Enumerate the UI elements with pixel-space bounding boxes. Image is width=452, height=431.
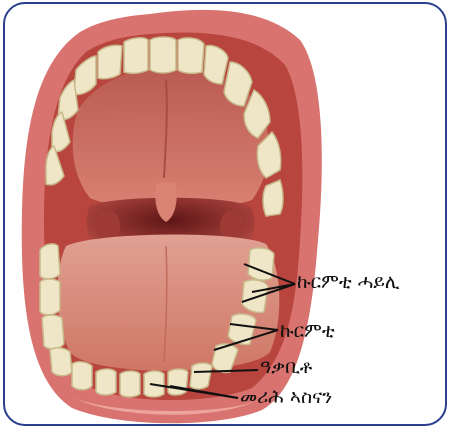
label-molars: ኩርምቲ ሓይሊ xyxy=(297,273,400,292)
diagram-frame xyxy=(3,2,447,426)
label-incisors: መሪሕ ኣስናን xyxy=(240,388,332,407)
label-canine: ዓቃቢቶ xyxy=(260,358,312,377)
label-premolars: ኩርምቲ xyxy=(280,322,335,341)
